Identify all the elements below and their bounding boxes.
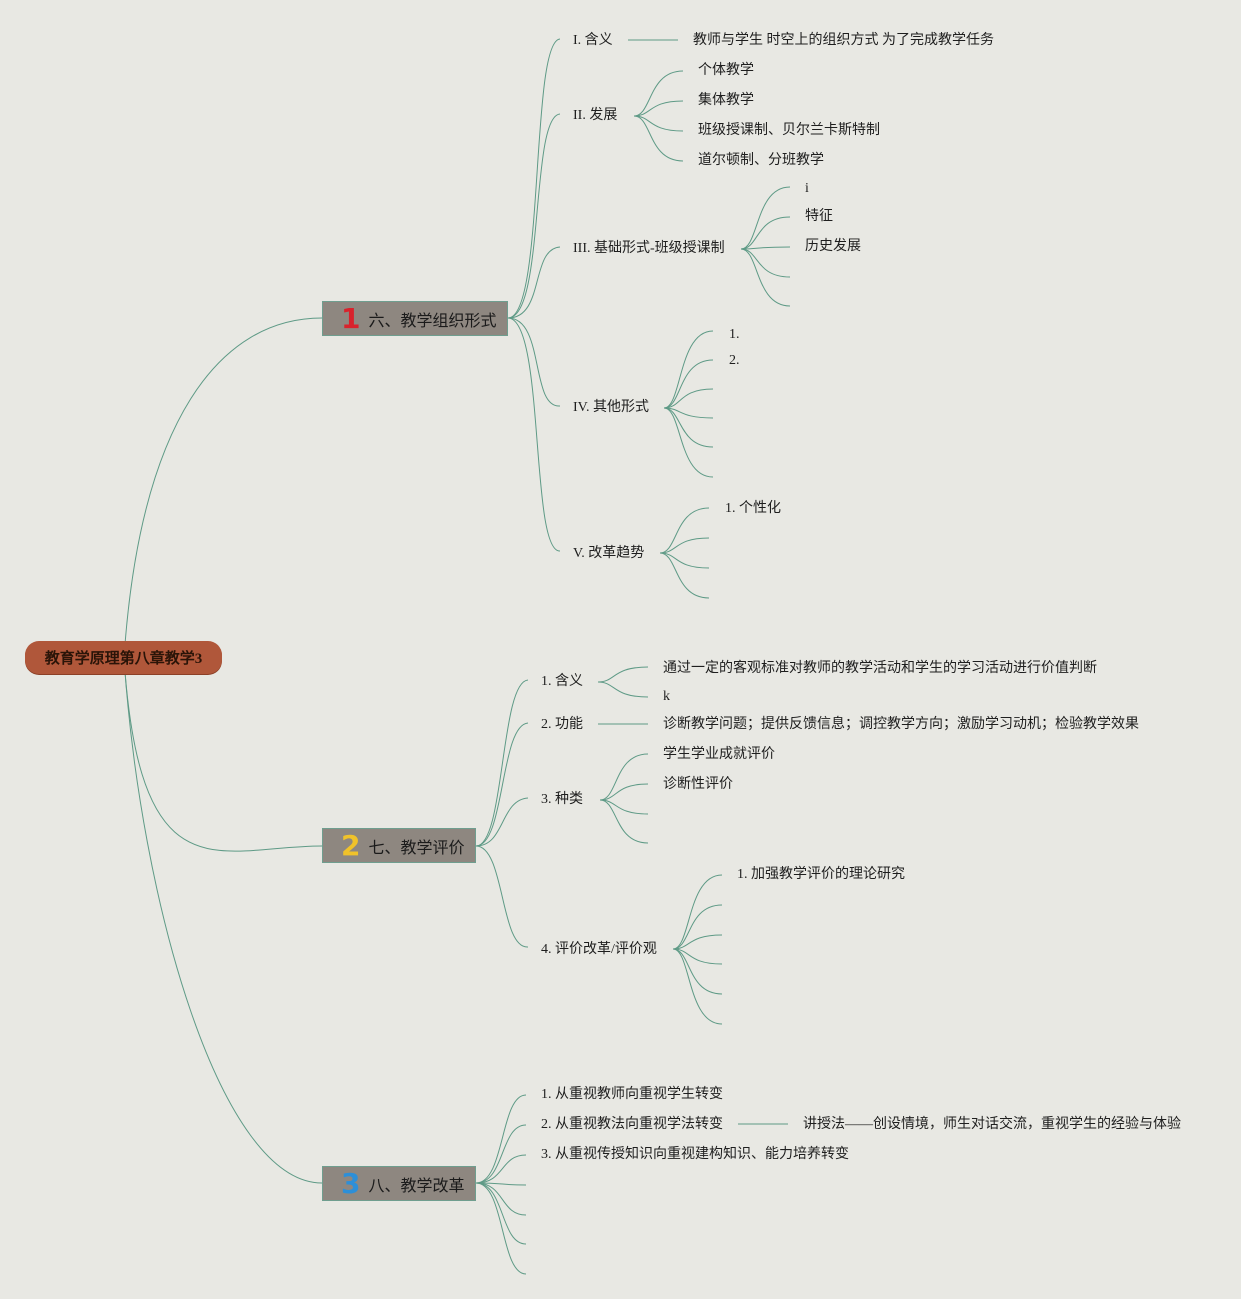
root-connector <box>123 317 323 659</box>
leaf-connector <box>663 407 714 478</box>
branch-eval-meaning[interactable]: 1. 含义 <box>541 674 583 689</box>
leaf-connector <box>672 934 723 950</box>
leaf-connector <box>663 407 714 448</box>
leaf-connector <box>663 359 714 409</box>
leaf-connector <box>672 874 723 950</box>
branch-meaning-detail[interactable]: 教师与学生 时空上的组织方式 为了完成教学任务 <box>693 33 994 48</box>
leaf-connector <box>672 948 723 965</box>
leaf-connector <box>633 115 684 132</box>
leaf-connector <box>672 948 723 995</box>
leaf-connector <box>599 799 649 815</box>
root-connector <box>123 657 323 1184</box>
leaf-item[interactable]: 2. <box>729 353 740 368</box>
section-connector <box>507 246 561 319</box>
section-connector <box>475 797 529 847</box>
root-connector <box>123 657 323 852</box>
leaf-connector <box>599 753 649 801</box>
branch-meaning[interactable]: I. 含义 <box>573 33 613 48</box>
leaf-connector <box>740 248 791 307</box>
leaf-connector <box>599 799 649 844</box>
section-connector <box>507 317 561 407</box>
branch-reform-2-detail[interactable]: 讲授法——创设情境，师生对话交流，重视学生的经验与体验 <box>803 1117 1181 1132</box>
leaf-item[interactable]: i <box>805 181 809 196</box>
leaf-item[interactable]: 学生学业成就评价 <box>663 747 775 762</box>
section-connector <box>475 1124 527 1184</box>
leaf-connector <box>663 330 714 409</box>
section-connector <box>507 38 561 319</box>
leaf-item[interactable]: 特征 <box>805 209 833 224</box>
leaf-item[interactable]: 班级授课制、贝尔兰卡斯特制 <box>698 123 880 138</box>
leaf-connector <box>659 552 710 599</box>
leaf-connector <box>597 666 649 683</box>
leaf-connector <box>740 248 791 278</box>
leaf-item[interactable]: 通过一定的客观标准对教师的教学活动和学生的学习活动进行价值判断 <box>663 661 1097 676</box>
leaf-item[interactable]: 诊断性评价 <box>663 777 733 792</box>
leaf-connector <box>740 186 791 250</box>
leaf-connector <box>740 246 791 250</box>
branch-eval-function[interactable]: 2. 功能 <box>541 717 583 732</box>
section-node-organization[interactable]: 1 六、教学组织形式 <box>322 301 508 336</box>
leaf-item[interactable]: 1. <box>729 327 740 342</box>
leaf-item[interactable]: 集体教学 <box>698 93 754 108</box>
leaf-connector <box>633 100 684 117</box>
leaf-connector <box>659 507 710 554</box>
section-node-reform[interactable]: 3 八、教学改革 <box>322 1166 476 1201</box>
section-connector <box>475 679 529 847</box>
leaf-item[interactable]: 1. 加强教学评价的理论研究 <box>737 867 905 882</box>
section-title: 六、教学组织形式 <box>368 312 497 330</box>
branch-reform-3[interactable]: 3. 从重视传授知识向重视建构知识、能力培养转变 <box>541 1147 849 1162</box>
section-title: 八、教学改革 <box>368 1177 465 1195</box>
leaf-item[interactable]: 历史发展 <box>805 239 861 254</box>
number-2-icon: 2 <box>341 828 361 862</box>
section-connector <box>507 317 561 552</box>
branch-other-forms[interactable]: IV. 其他形式 <box>573 400 649 415</box>
section-connector <box>507 113 561 319</box>
branch-reform-2[interactable]: 2. 从重视教法向重视学法转变 <box>541 1117 723 1132</box>
leaf-connector <box>659 537 710 554</box>
branch-reform-1[interactable]: 1. 从重视教师向重视学生转变 <box>541 1087 723 1102</box>
section-title: 七、教学评价 <box>368 839 465 857</box>
leaf-item[interactable]: 道尔顿制、分班教学 <box>698 153 824 168</box>
leaf-connector <box>672 948 723 1025</box>
leaf-connector <box>672 904 723 950</box>
branch-class-teaching[interactable]: III. 基础形式-班级授课制 <box>573 241 725 256</box>
leaf-connector <box>597 681 649 698</box>
branch-reform-trend[interactable]: V. 改革趋势 <box>573 546 645 561</box>
leaf-connector <box>663 388 714 409</box>
leaf-item[interactable]: k <box>663 689 670 704</box>
section-connector <box>475 1182 527 1186</box>
branch-development[interactable]: II. 发展 <box>573 108 618 123</box>
leaf-connector <box>633 70 684 117</box>
section-connector <box>475 845 529 948</box>
number-3-icon: 3 <box>341 1166 361 1200</box>
section-connector <box>475 1182 527 1245</box>
branch-eval-reform[interactable]: 4. 评价改革/评价观 <box>541 942 657 957</box>
leaf-connector <box>633 115 684 162</box>
root-node[interactable]: 教育学原理第八章教学3 <box>25 641 222 674</box>
number-1-icon: 1 <box>341 301 361 335</box>
section-connector <box>475 722 529 847</box>
section-connector <box>475 1182 527 1275</box>
leaf-connector <box>740 216 791 250</box>
section-connector <box>475 1182 527 1216</box>
leaf-item[interactable]: 个体教学 <box>698 63 754 78</box>
section-node-evaluation[interactable]: 2 七、教学评价 <box>322 828 476 863</box>
section-connector <box>475 1094 527 1184</box>
leaf-connector <box>659 552 710 569</box>
leaf-connector <box>599 783 649 801</box>
branch-eval-types[interactable]: 3. 种类 <box>541 792 583 807</box>
section-connector <box>475 1154 527 1184</box>
leaf-item[interactable]: 1. 个性化 <box>725 501 781 516</box>
branch-eval-function-detail[interactable]: 诊断教学问题；提供反馈信息；调控教学方向；激励学习动机；检验教学效果 <box>663 717 1139 732</box>
